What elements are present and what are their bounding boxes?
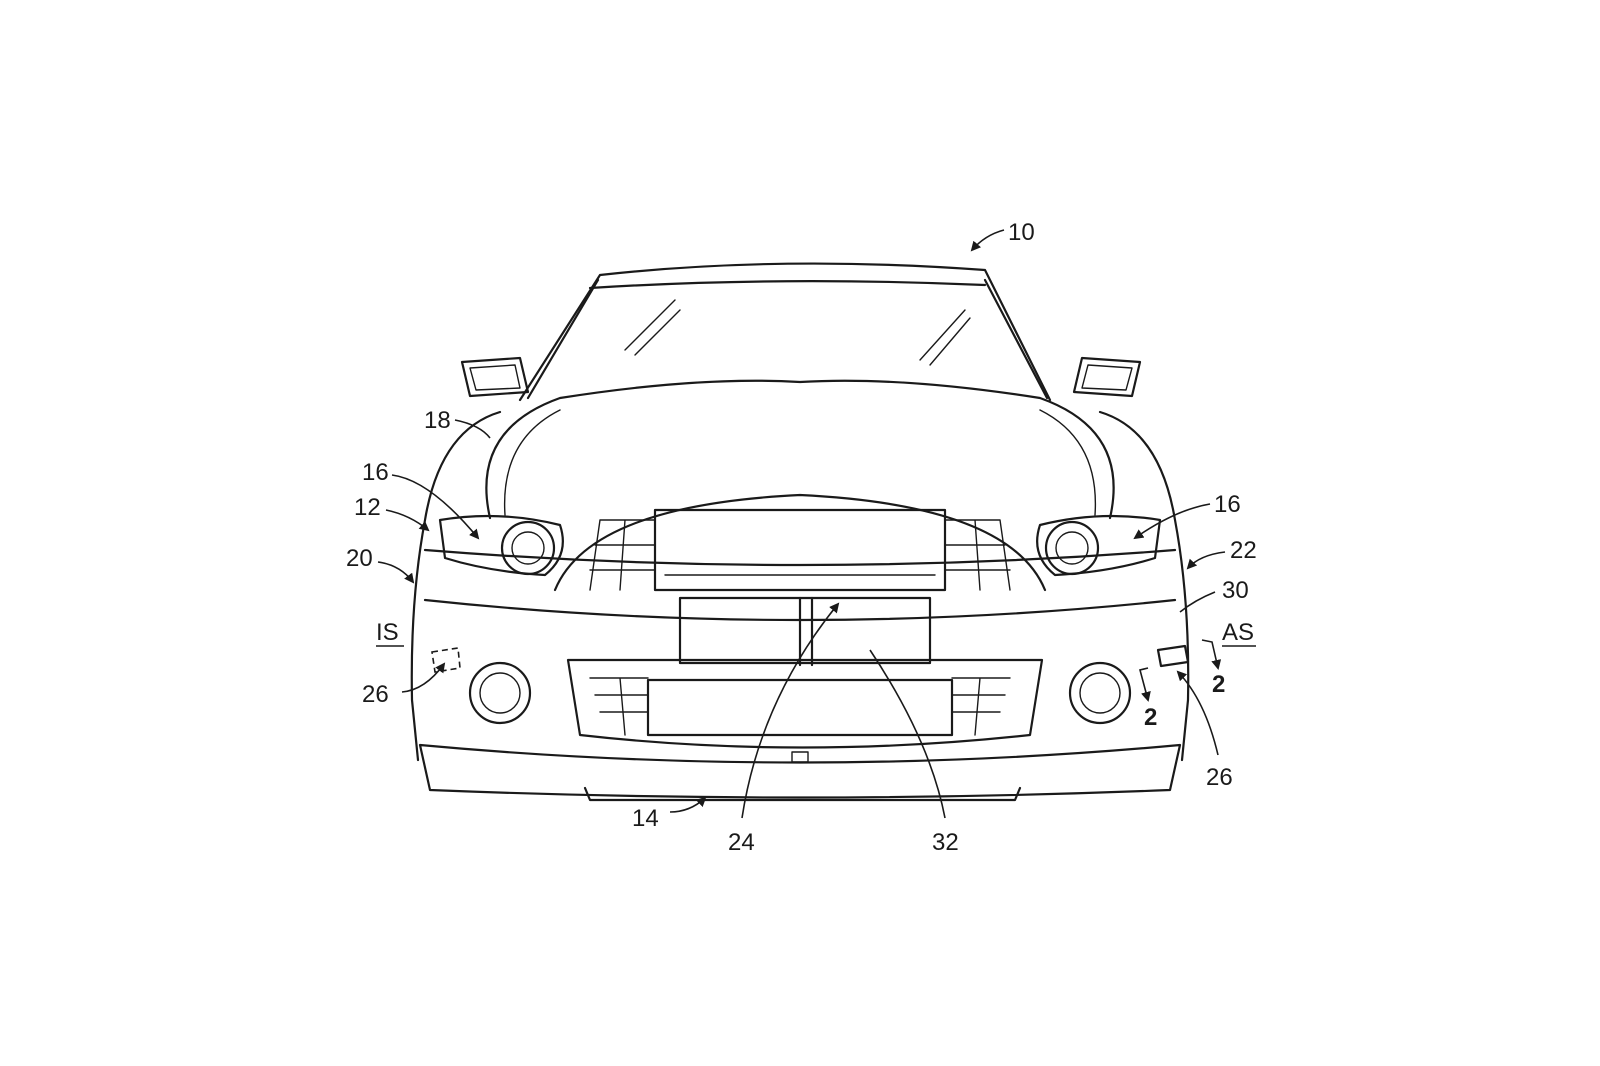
upper-grille-center [653,508,947,592]
leader-18 [454,419,491,439]
sensor-right [1156,644,1190,668]
leader-32 [869,649,946,819]
leader-10 [970,229,1005,252]
label-26-left: 26 [362,681,389,708]
headlamp-housing-left [438,514,564,577]
leader-lines [377,229,1226,819]
headlamp-housing-right [1036,514,1162,577]
lower-grille-center [646,678,954,737]
hood-crease-left [503,409,561,516]
headlamp-lens-left [500,520,556,576]
sensor-left-hidden [431,647,461,673]
label-24: 24 [728,829,755,856]
label-12: 12 [354,494,381,521]
leader-26-right [1176,670,1219,756]
leader-24 [741,602,840,819]
splitter [418,743,1182,799]
section-line-right [1201,639,1222,670]
fog-lamp-left-inner [479,672,521,714]
fog-lamp-left [468,661,532,725]
lower-grille-slats-right [951,677,1011,736]
label-18: 18 [424,407,451,434]
label-14: 14 [632,805,659,832]
headlamp-inner-left [511,531,545,565]
windshield-right-pillar [983,278,1049,400]
body-side-line [423,548,1177,567]
hood-outline [485,379,1115,520]
section-markers: 2 2 [1139,639,1225,731]
vehicle-outline [410,262,1190,802]
headlamp-lens-right [1044,520,1100,576]
label-16-right: 16 [1214,491,1241,518]
leader-14 [669,796,707,813]
mirror-right [1072,356,1142,398]
roof-line [518,262,1052,402]
section-marker-right: 2 [1212,671,1225,698]
upper-grille-slats-right [944,519,1011,591]
mirror-left [460,356,530,398]
label-30: 30 [1222,577,1249,604]
fog-lamp-right [1068,661,1132,725]
center-panel [678,596,932,665]
label-22: 22 [1230,537,1257,564]
splitter-lower-edge [583,786,1022,802]
mirror-left-inner [469,364,521,391]
center-divider [798,596,814,667]
label-as: AS [1222,619,1254,646]
section-line-left [1139,667,1151,702]
reference-labels: 10 18 16 12 20 16 22 30 IS AS 26 26 14 2… [346,219,1257,856]
fog-lamp-right-inner [1079,672,1121,714]
leader-26-left [401,662,446,693]
leader-16-right [1133,503,1211,540]
label-32: 32 [932,829,959,856]
mirror-right-inner [1081,364,1133,391]
windshield-reflection-right [919,309,971,366]
label-is: IS [376,619,399,646]
section-marker-left: 2 [1144,704,1157,731]
windshield-top [588,280,987,290]
leader-30 [1179,591,1216,613]
upper-grille-slats-left [589,519,656,591]
headlamp-inner-right [1055,531,1089,565]
label-16-left: 16 [362,459,389,486]
label-20: 20 [346,545,373,572]
hood-crease-right [1039,409,1097,516]
upper-grille-surround [553,493,1047,592]
windshield-left-pillar [526,278,600,400]
fender-right [1098,410,1190,762]
lower-grille-slats-left [589,677,649,736]
leader-12 [385,509,430,532]
fender-left [410,410,502,762]
label-26-right: 26 [1206,764,1233,791]
leader-16-left [391,474,480,540]
leader-22 [1186,551,1226,570]
lower-grille-outline [566,658,1044,749]
leader-20 [377,561,415,584]
tow-hook-cover [791,751,809,763]
windshield-reflection-left [624,299,681,356]
label-10: 10 [1008,219,1035,246]
